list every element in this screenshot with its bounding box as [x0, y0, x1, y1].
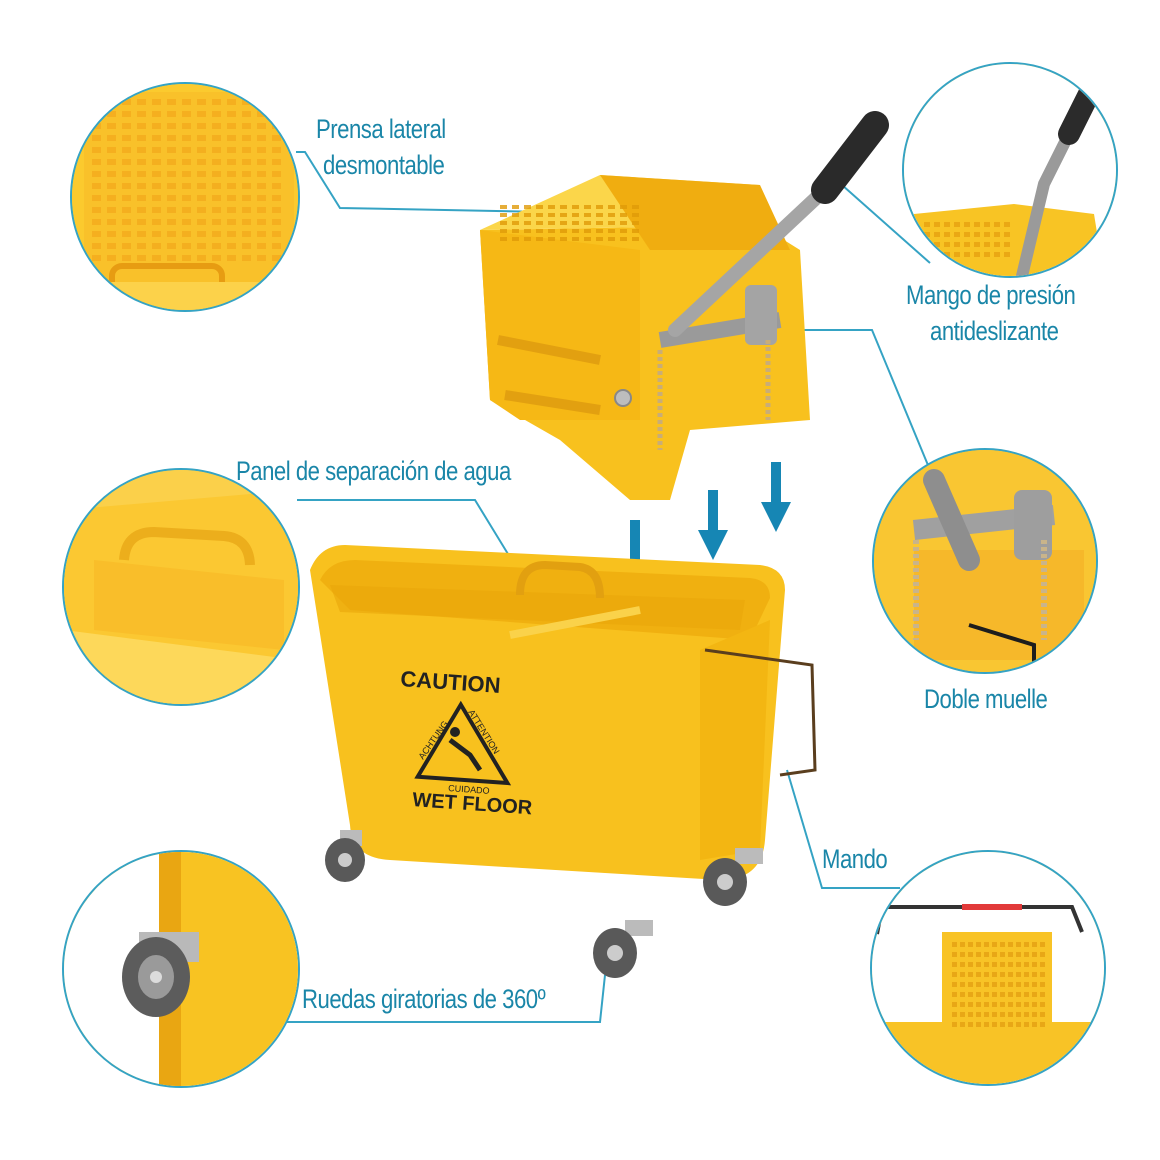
- detail-circle-spring: [872, 448, 1098, 674]
- detail-circle-wringer-grid: [70, 82, 300, 312]
- callout-line-mando: [786, 769, 900, 889]
- arrow-3: [761, 462, 791, 532]
- label-handle-line-2: antideslizante: [930, 316, 1059, 346]
- sign-cuidado: CUIDADO: [448, 783, 490, 796]
- label-wheels: Ruedas giratorias de 360º: [302, 984, 546, 1014]
- wringer-grid-detail: [72, 84, 298, 310]
- panel-detail: [64, 470, 298, 704]
- bucket: [310, 545, 817, 880]
- label-handle-line-1: Mango de presión: [906, 280, 1076, 310]
- detail-circle-panel: [62, 468, 300, 706]
- detail-circle-handle: [902, 62, 1118, 278]
- label-panel: Panel de separación de agua: [236, 456, 511, 486]
- handle-detail: [904, 64, 1116, 276]
- label-spring: Doble muelle: [924, 684, 1048, 714]
- callout-line-wringer: [296, 151, 549, 213]
- callout-line-wheels: [282, 974, 606, 1023]
- caster-front-left: [325, 830, 365, 882]
- casters: [325, 830, 763, 978]
- caster-front-right: [593, 920, 653, 978]
- label-mando: Mando: [822, 844, 888, 874]
- callout-line-handle: [841, 184, 931, 264]
- mando-detail: [872, 852, 1104, 1084]
- label-wringer-line-1: Prensa lateral: [316, 114, 446, 144]
- caster-back-right: [703, 848, 763, 906]
- spring-detail: [874, 450, 1096, 672]
- label-wringer-line-2: desmontable: [323, 150, 445, 180]
- detail-circle-mando: [870, 850, 1106, 1086]
- wringer-press: [480, 111, 889, 500]
- arrow-2: [698, 490, 728, 560]
